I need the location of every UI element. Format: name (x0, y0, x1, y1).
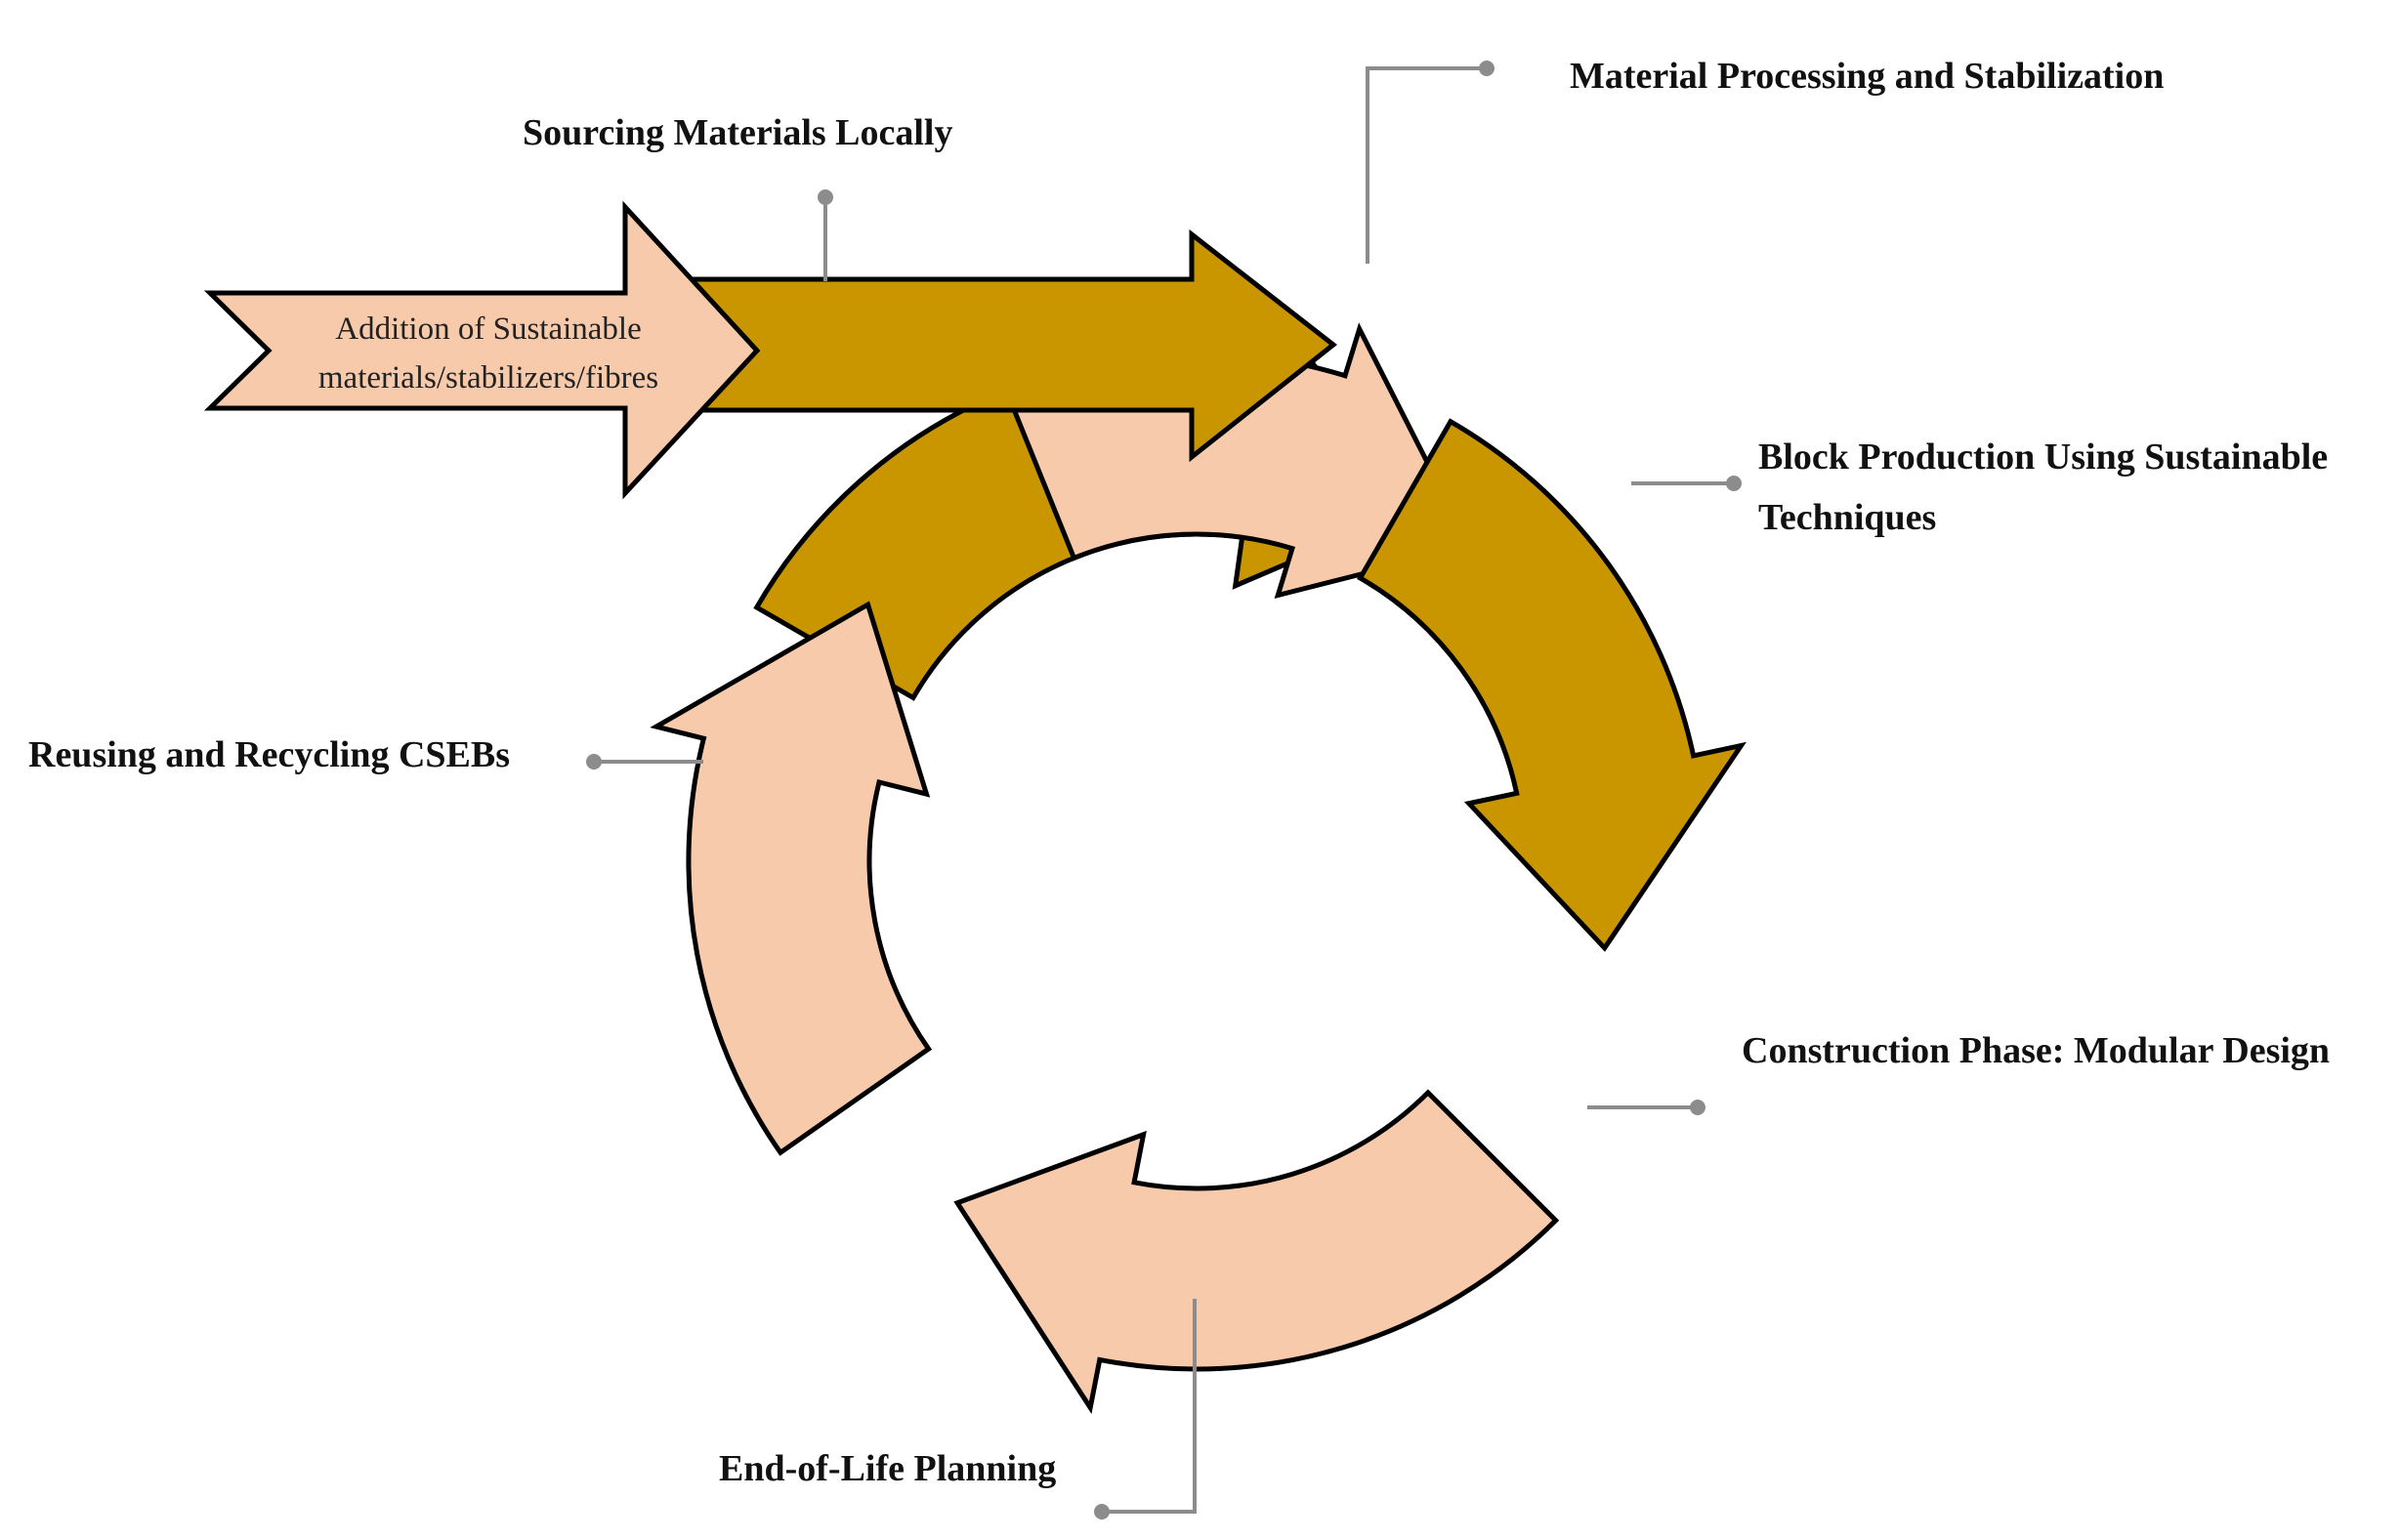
connector-construction-dot (1690, 1100, 1705, 1115)
input-arrow-line-2: materials/stabilizers/fibres (317, 360, 659, 395)
cycle-arrows (650, 304, 1747, 1415)
arrow-end-of-life (650, 601, 933, 1156)
stage-label-block-production-line-2: Techniques (1758, 497, 1937, 538)
connector-processing-dot (1479, 61, 1495, 76)
stage-label-block-production: Block Production Using Sustainable Techn… (1758, 427, 2328, 548)
connector-end-of-life-dot (1094, 1504, 1110, 1519)
arrow-input (203, 200, 761, 500)
stage-label-processing: Material Processing and Stabilization (1570, 56, 2165, 97)
stage-label-sourcing: Sourcing Materials Locally (523, 112, 953, 153)
input-arrow-text: Addition of Sustainable materials/stabil… (293, 305, 684, 402)
stage-label-block-production-line-1: Block Production Using Sustainable (1758, 437, 2329, 478)
connector-recycling-dot (586, 754, 602, 770)
connector-processing (1366, 66, 1487, 264)
connector-block-production-dot (1726, 476, 1742, 491)
inflow-arrows (203, 200, 1338, 500)
label-connectors (586, 61, 1742, 1519)
stage-label-recycling: Reusing and Recycling CSEBs (28, 734, 511, 775)
arrow-construction (953, 1089, 1560, 1415)
arrow-processing (686, 229, 1338, 463)
arrow-block-production (1357, 418, 1747, 952)
connector-sourcing-dot (818, 189, 833, 205)
stage-label-construction: Construction Phase: Modular Design (1742, 1030, 2331, 1071)
input-arrow-line-1: Addition of Sustainable (335, 312, 642, 347)
stage-label-end-of-life: End-of-Life Planning (719, 1448, 1057, 1489)
connector-end-of-life (1102, 1299, 1197, 1514)
